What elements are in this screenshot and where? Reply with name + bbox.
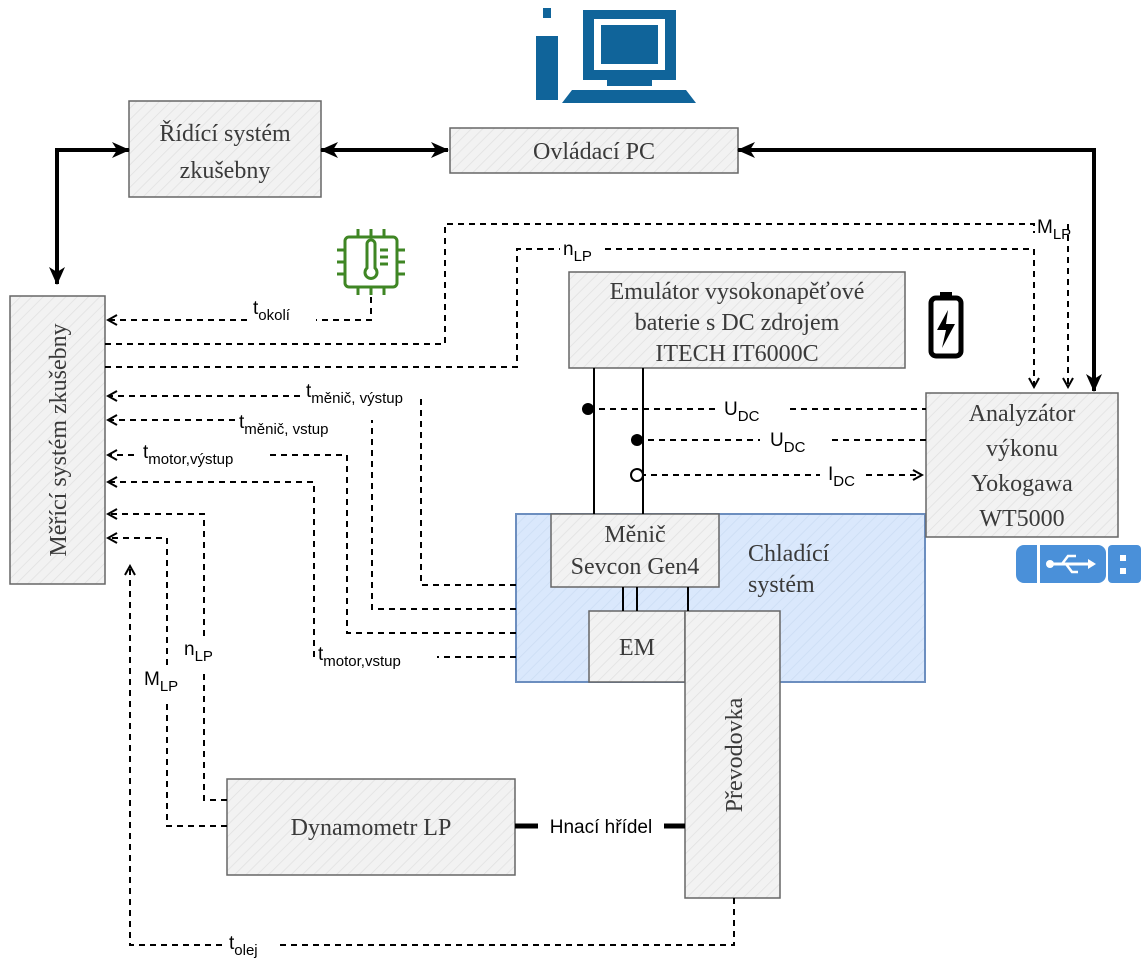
signal-t-motor-vystup: tmotor,výstup [143,442,233,468]
signal-t-olej: tolej [229,933,258,959]
signal-m-lp-left: MLP [144,669,178,695]
signal-i-dc: IDC [828,464,855,490]
merici-label: Měřící systém zkušebny [46,323,72,556]
usb-connector-icon [1016,545,1141,583]
connection-dots [582,403,644,482]
signal-u-dc-1: UDC [724,399,760,425]
temperature-sensor-chip-icon [337,229,405,295]
signal-t-menic-vstup: tměnič, vstup [239,412,328,438]
dynamometr-box: Dynamometr LP [226,778,516,876]
analyzator-label-2: výkonu [986,436,1058,462]
menic-label-1: Měnič [604,522,665,548]
prevodovka-box: Převodovka [684,610,781,899]
desktop-computer-icon [536,8,696,103]
hnaci-hridel-label: Hnací hřídel [550,817,652,838]
dynamometr-label: Dynamometr LP [291,815,452,841]
signal-t-motor-vstup: tmotor,vstup [318,644,401,670]
chladici-label-1: Chladící [748,541,830,567]
em-label: EM [619,635,655,661]
merici-system-box: Měřící systém zkušebny [9,295,106,585]
signal-m-lp-top: MLP [1037,217,1071,243]
menic-box: Měnič Sevcon Gen4 [550,513,720,588]
signal-labels: MLP nLP tokolí tměnič, výstup tměnič, vs… [143,217,1071,959]
battery-charging-icon [928,292,964,359]
ridici-system-box: Řídící systém zkušebny [128,100,322,198]
ridici-label-1: Řídící systém [159,121,291,147]
signal-n-lp-top: nLP [563,239,592,265]
ovladaci-pc-box: Ovládací PC [449,127,739,174]
chladici-label-2: systém [748,572,815,598]
analyzator-box: Analyzátor výkonu Yokogawa WT5000 [925,392,1119,538]
signal-lines [105,223,1068,946]
emulator-label-2: baterie s DC zdrojem [635,310,840,336]
analyzator-label-3: Yokogawa [971,471,1073,497]
signal-t-okoli: tokolí [253,298,291,324]
signal-n-lp-left: nLP [184,639,213,665]
emulator-label-1: Emulátor vysokonapěťové [610,279,865,305]
control-connections [49,142,1102,392]
ridici-label-2: zkušebny [180,158,271,184]
analyzator-label-1: Analyzátor [969,401,1076,427]
ovladaci-pc-label: Ovládací PC [533,139,655,165]
analyzator-label-4: WT5000 [979,506,1064,532]
signal-u-dc-2: UDC [770,430,806,456]
emulator-box: Emulátor vysokonapěťové baterie s DC zdr… [568,271,906,369]
em-box: EM [588,610,686,683]
signal-t-menic-vystup: tměnič, výstup [306,381,403,407]
menic-label-2: Sevcon Gen4 [571,554,700,580]
emulator-label-3: ITECH IT6000C [655,341,818,367]
prevodovka-label: Převodovka [722,697,748,812]
